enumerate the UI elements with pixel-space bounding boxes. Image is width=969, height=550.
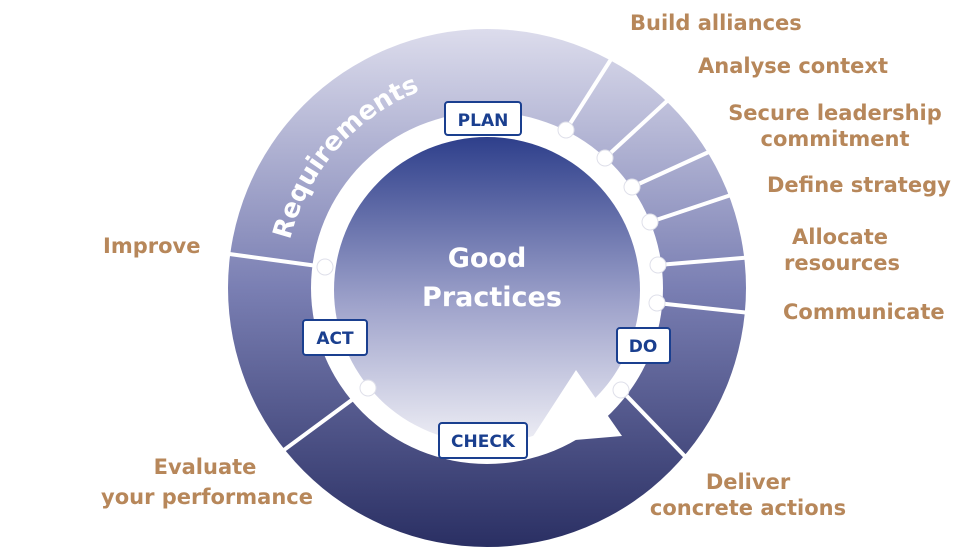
phase-check: CHECK xyxy=(438,422,528,459)
svg-text:DO: DO xyxy=(629,337,658,357)
center-title-line1: Good xyxy=(448,243,527,274)
step-build-alliances: Build alliances xyxy=(630,11,802,35)
connector-dots xyxy=(316,121,667,399)
step-allocate-line2: resources xyxy=(784,251,900,275)
svg-text:ACT: ACT xyxy=(316,329,354,349)
step-deliver-line2: concrete actions xyxy=(650,496,846,520)
step-evaluate-line1: Evaluate xyxy=(154,455,257,479)
good-practices-disc xyxy=(334,137,640,443)
connector-lines xyxy=(199,40,779,477)
center-title-line2: Practices xyxy=(422,282,562,313)
phase-plan: PLAN xyxy=(444,101,522,136)
step-secure-line2: commitment xyxy=(761,127,910,151)
step-communicate: Communicate xyxy=(783,300,945,324)
svg-text:CHECK: CHECK xyxy=(451,432,516,452)
step-allocate-line1: Allocate xyxy=(792,225,888,249)
step-secure-line1: Secure leadership xyxy=(728,101,942,125)
cycle-arrow-icon xyxy=(528,370,622,444)
step-analyse-context: Analyse context xyxy=(698,54,888,78)
step-deliver-line1: Deliver xyxy=(706,470,791,494)
svg-text:PLAN: PLAN xyxy=(458,111,509,131)
phase-act: ACT xyxy=(302,319,368,356)
step-evaluate-line2: your performance xyxy=(101,485,313,509)
step-define-strategy: Define strategy xyxy=(767,173,951,197)
phase-do: DO xyxy=(616,327,671,364)
step-improve: Improve xyxy=(103,234,200,258)
